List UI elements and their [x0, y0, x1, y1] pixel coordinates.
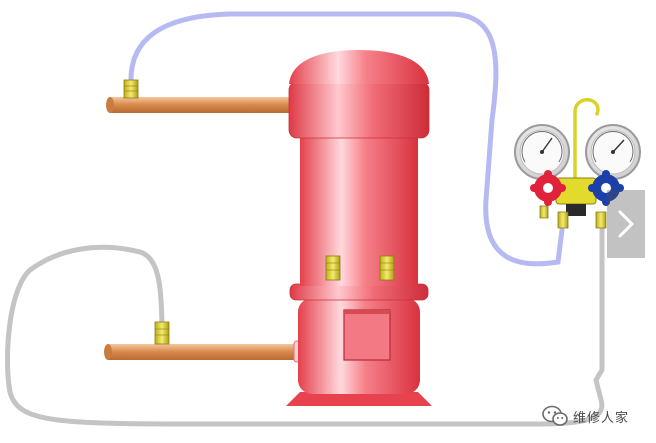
gray-hose — [5, 225, 605, 427]
low-pressure-gauge — [514, 124, 570, 180]
watermark: 维修人家 — [542, 404, 629, 428]
lower-pipe-fitting — [154, 321, 170, 345]
next-image-arrow[interactable] — [607, 190, 645, 258]
high-side-valve-knob — [588, 170, 624, 206]
wechat-logo-icon — [542, 405, 568, 426]
blue-hose — [128, 11, 565, 267]
compressor-tank — [286, 50, 432, 406]
upper-pipe-fitting — [123, 79, 139, 99]
low-side-valve-knob — [530, 170, 566, 206]
watermark-text: 维修人家 — [573, 410, 630, 426]
high-pressure-gauge — [585, 124, 641, 180]
lower-copper-pipe — [104, 340, 319, 363]
chevron-right-icon — [618, 210, 634, 238]
manifold-gauge-set — [514, 98, 641, 229]
